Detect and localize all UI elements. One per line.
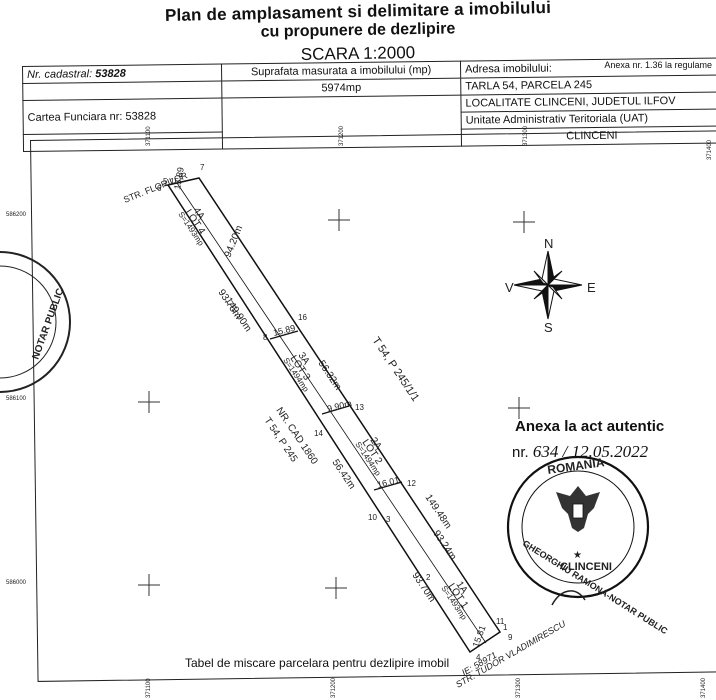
annex-title: Anexa la act autentic (515, 418, 665, 435)
point-numbers: 7 6 5 15 8 16 13 14 12 10 3 2 9 1 11 4 (157, 163, 513, 662)
coat-of-arms-icon (556, 486, 600, 532)
point-6: 6 (157, 184, 162, 193)
point-12: 12 (407, 479, 416, 488)
tick-left-1: 586200 (6, 212, 27, 218)
edge-top-left (163, 184, 169, 187)
lot-divider-4-3 (269, 330, 299, 340)
grid-cross (508, 397, 530, 419)
tick-bottom-4: 371400 (701, 677, 707, 698)
annex-number: nr. 634 / 12.05.2022 (512, 442, 648, 462)
anexa-reference: Anexa nr. 1.36 la regulame (604, 60, 712, 70)
dim-149-48: 149.48m (423, 493, 454, 531)
tick-top-4: 371400 (707, 139, 713, 160)
grid-crosses (138, 209, 535, 599)
dim-9-90: 9.90m (326, 398, 353, 414)
dim-bottom-width: 15.81 (470, 624, 487, 649)
dim-149-90: 149.90m (223, 296, 254, 334)
point-1: 1 (503, 623, 508, 632)
footer-tabel: Tabel de miscare parcelara pentru dezlip… (185, 656, 450, 670)
point-5: 5 (163, 177, 168, 186)
left-stamp: NOTAR PUBLIC (0, 251, 71, 393)
parcel-outline (163, 177, 502, 654)
dim-15-89: 15.89 (272, 323, 296, 338)
lot-divider-3-2 (321, 405, 350, 415)
grid-cross (138, 391, 160, 413)
point-3: 3 (386, 515, 391, 524)
point-15: 15 (170, 177, 179, 186)
grid-cross (328, 209, 350, 231)
compass-e: E (587, 280, 596, 295)
street-tudor: STR. TUDOR VLADIMIRESCU (454, 618, 568, 689)
grid-cross (513, 211, 535, 233)
signature-stroke (551, 590, 586, 606)
point-10: 10 (368, 513, 377, 522)
tick-left-3: 586000 (6, 580, 27, 586)
annex-nr-label: nr. (512, 444, 529, 461)
compass-n: N (544, 236, 553, 251)
lot-divider-2-1 (373, 481, 403, 491)
stamp-star-icon: ★ (573, 550, 582, 561)
point-8: 8 (263, 333, 268, 342)
neighbor-right: T 54, P 245/1/1 (370, 335, 422, 404)
tick-top-1: 371100 (146, 126, 152, 146)
dim-top-width: 15.89 (172, 166, 186, 190)
tick-top-3: 371300 (523, 125, 529, 146)
dim-56-32: 56.32m (316, 359, 344, 393)
compass-icon (513, 250, 583, 320)
tick-bottom-3: 371300 (516, 677, 522, 698)
compass-v: V (505, 280, 514, 295)
point-16: 16 (298, 313, 307, 322)
parcel-boundary (166, 177, 502, 654)
dim-56-42: 56.42m (330, 458, 358, 492)
point-7: 7 (200, 163, 205, 172)
grid-tick-labels: 371100 371200 371300 371400 371100 37120… (6, 125, 713, 698)
plan-labels: STR. FLORILOR 15.89 94.20m 93.75m 149.90… (122, 166, 568, 689)
point-13: 13 (355, 403, 364, 412)
tick-left-2: 586100 (6, 396, 27, 402)
notary-stamp: ROMANIA CLINCENI GHEORGHIU RAMONA-NOTAR … (506, 455, 670, 636)
point-11: 11 (496, 617, 505, 626)
point-2: 2 (426, 573, 431, 582)
compass-letters: N S E V (505, 236, 596, 335)
dim-93-70: 93.70m (410, 571, 438, 605)
access-strip-line (176, 182, 487, 644)
tick-bottom-2: 371200 (331, 677, 337, 698)
point-4: 4 (476, 653, 481, 662)
grid-cross (325, 577, 347, 599)
stamp-city: CLINCENI (560, 561, 612, 573)
tick-bottom-1: 371100 (146, 678, 152, 698)
compass-s: S (544, 320, 553, 335)
point-14: 14 (314, 429, 323, 438)
grid-cross (138, 574, 160, 596)
tick-top-2: 371200 (339, 125, 345, 146)
dim-93-24: 93.24m (431, 529, 459, 563)
dim-16-01: 16.01 (376, 475, 400, 490)
point-9: 9 (508, 633, 513, 642)
annex-nr-value: 634 / 12.05.2022 (532, 442, 649, 461)
